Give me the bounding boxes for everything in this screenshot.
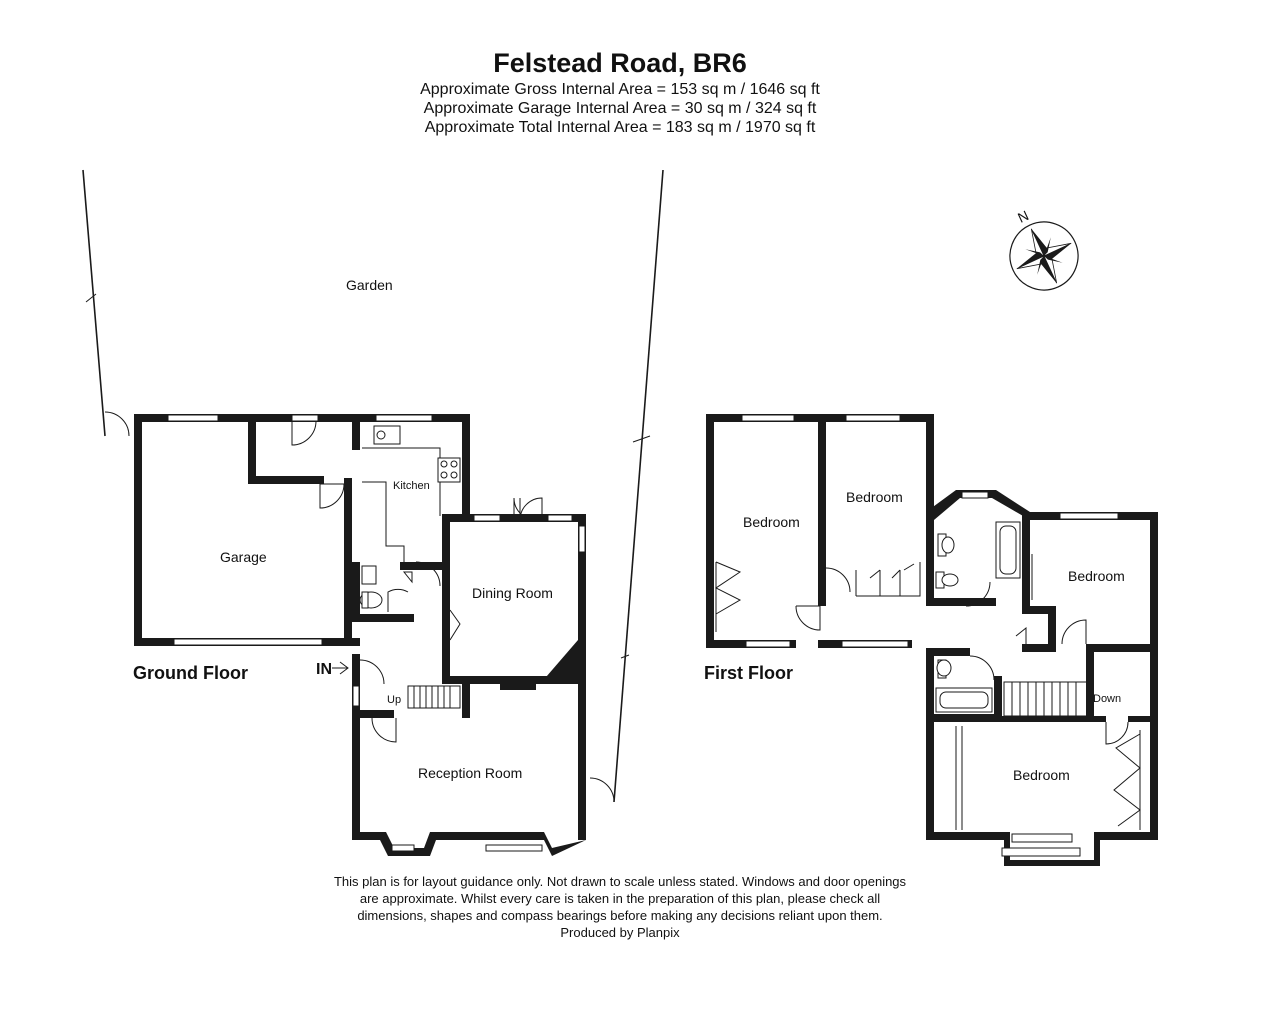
- gross-area-text: Approximate Gross Internal Area = 153 sq…: [420, 81, 820, 98]
- bedroom-2-label: Bedroom: [846, 489, 903, 505]
- bedroom-4-label: Bedroom: [1013, 767, 1070, 783]
- dining-room-label: Dining Room: [472, 585, 553, 601]
- bedroom-1-label: Bedroom: [743, 514, 800, 530]
- bedroom-3-label: Bedroom: [1068, 568, 1125, 584]
- first-floor-label: First Floor: [704, 663, 793, 683]
- first-floor-plan: [706, 414, 1158, 866]
- disclaimer-line-3: dimensions, shapes and compass bearings …: [357, 908, 883, 923]
- ground-floor-plan: [134, 414, 586, 856]
- compass-north-label: N: [1015, 207, 1031, 226]
- total-area-text: Approximate Total Internal Area = 183 sq…: [424, 119, 816, 136]
- garden-label: Garden: [346, 277, 393, 293]
- stairs-down: [1003, 681, 1089, 717]
- plan-header: Felstead Road, BR6 Approximate Gross Int…: [0, 46, 1240, 137]
- garage-label: Garage: [220, 549, 267, 565]
- reception-room-label: Reception Room: [418, 765, 522, 781]
- ground-floor-label: Ground Floor: [133, 663, 248, 683]
- disclaimer-line-4: Produced by Planpix: [560, 925, 680, 940]
- entrance-label: IN: [316, 661, 332, 678]
- garden-boundary: [82, 169, 664, 803]
- disclaimer-line-1: This plan is for layout guidance only. N…: [333, 874, 907, 889]
- stairs-up-label: Up: [387, 694, 401, 706]
- garage-area-text: Approximate Garage Internal Area = 30 sq…: [423, 100, 817, 117]
- property-title: Felstead Road, BR6: [493, 48, 747, 78]
- disclaimer-line-2: are approximate. Whilst every care is ta…: [359, 891, 881, 906]
- stairs-up: [407, 685, 461, 709]
- stairs-down-label: Down: [1093, 693, 1121, 705]
- compass-rose-icon: [1009, 221, 1079, 291]
- kitchen-label: Kitchen: [393, 480, 430, 492]
- disclaimer: This plan is for layout guidance only. N…: [290, 873, 950, 941]
